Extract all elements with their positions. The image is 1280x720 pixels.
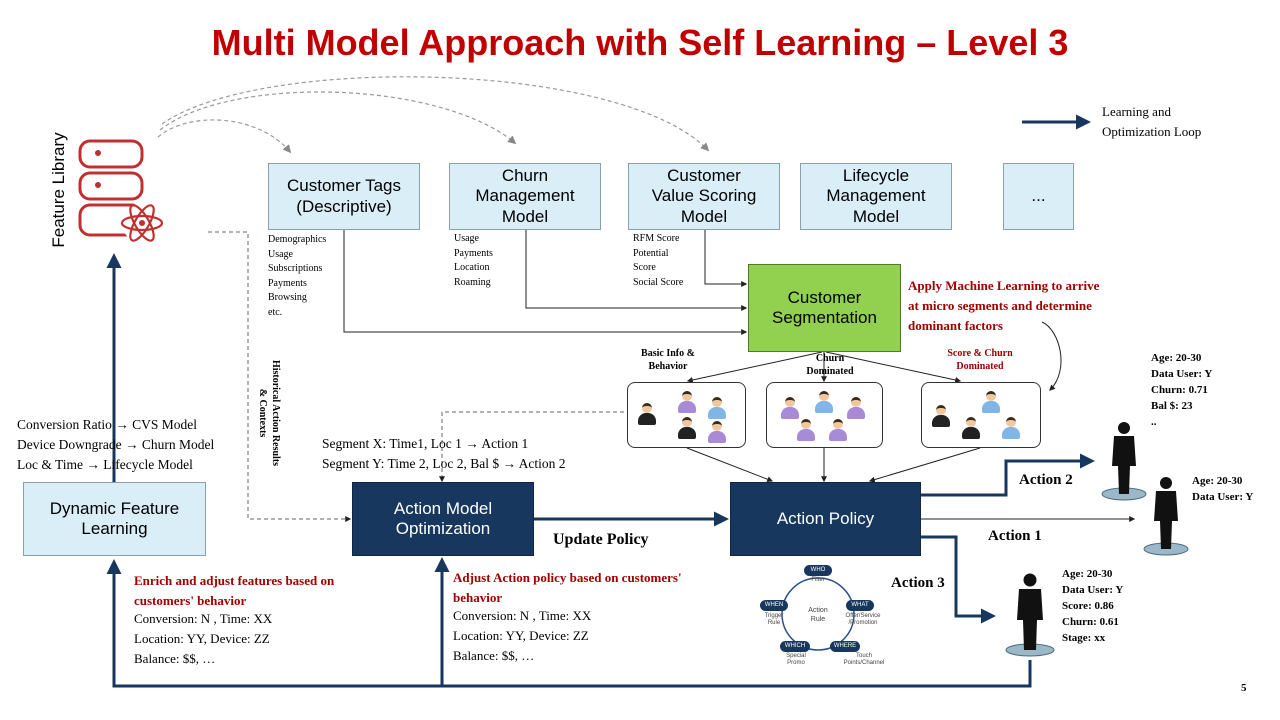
legend-label: Learning and Optimization Loop (1102, 104, 1202, 139)
segment-label-score: Score & Churn Dominated (947, 348, 1013, 372)
rule-node-where: WHERE (830, 641, 860, 652)
customer-figure-icon (1142, 475, 1190, 557)
page-title: Multi Model Approach with Self Learning … (211, 22, 1069, 63)
churn-model-box: Churn Management Model (449, 163, 601, 230)
lifecycle-model-label: Lifecycle Management Model (826, 166, 926, 226)
rule-node-when: WHEN (760, 600, 788, 611)
person-icon (638, 403, 656, 425)
person-icon (678, 417, 696, 439)
dynamic-feature-learning-box: Dynamic Feature Learning (23, 482, 206, 556)
segment-group-score (921, 382, 1041, 448)
person-icon (932, 405, 950, 427)
person-icon (1002, 417, 1020, 439)
rule-tag: WHEN (764, 602, 784, 608)
rule-tag: WHICH (784, 643, 806, 649)
person-icon (781, 397, 799, 419)
rule-text: Touch Points/Channel (843, 653, 885, 666)
historical-label: Historical Action Results & Contexts (257, 359, 281, 467)
rule-node-which: WHICH (780, 641, 810, 652)
action-3-label: Action 3 (891, 575, 945, 591)
adjust-body: Conversion: N , Time: XX Location: YY, D… (453, 608, 592, 663)
churn-model-details: Usage Payments Location Roaming (454, 233, 493, 288)
dashed-curve-churn (159, 91, 517, 145)
action-model-optimization-label: Action Model Optimization (393, 498, 493, 538)
value-scoring-details: RFM Score Potential Score Social Score (633, 233, 684, 288)
action-2-label: Action 2 (1019, 472, 1073, 488)
action-policy-label: Action Policy (776, 508, 875, 528)
rule-text: Filter (811, 577, 825, 583)
dashed-curve-value (161, 76, 710, 152)
segment-group-basic (627, 382, 746, 448)
customer-tags-label: Customer Tags (Descriptive) (286, 176, 401, 216)
person-icon (678, 391, 696, 413)
customer-1-info: Age: 20-30 Data User: Y Churn: 0.71 Bal … (1151, 352, 1213, 428)
rule-tag: WHAT (851, 602, 869, 608)
person-icon (962, 417, 980, 439)
rule-text: Offer/Service /Promotion (845, 613, 881, 626)
person-icon (708, 421, 726, 443)
customer-3-info: Age: 20-30 Data User: Y Score: 0.86 Chur… (1062, 568, 1124, 644)
dashed-curve-tags (157, 119, 292, 154)
rule-node-what: WHAT (846, 600, 874, 611)
more-models-box: ... (1003, 163, 1074, 230)
segment-label-churn: Churn Dominated (806, 353, 854, 377)
enrich-body: Conversion: N , Time: XX Location: YY, D… (134, 611, 273, 666)
action-1-label: Action 1 (988, 528, 1042, 544)
atom-icon (120, 204, 164, 242)
segment-group-churn (766, 382, 883, 448)
action-model-optimization-box: Action Model Optimization (352, 482, 534, 556)
action-rule-diagram: Action Rule WHO Filter WHAT Offer/Servic… (756, 560, 892, 672)
page-number: 5 (1241, 682, 1247, 694)
dynamic-feature-learning-label: Dynamic Feature Learning (49, 498, 180, 538)
person-icon (708, 397, 726, 419)
value-scoring-label: Customer Value Scoring Model (651, 166, 757, 226)
customer-2-info: Age: 20-30 Data User: Y (1192, 475, 1254, 503)
segmentation-note: Apply Machine Learning to arrive at micr… (908, 278, 1100, 333)
churn-model-label: Churn Management Model (475, 166, 575, 226)
lifecycle-model-box: Lifecycle Management Model (800, 163, 952, 230)
customer-segmentation-box: Customer Segmentation (748, 264, 901, 352)
customer-segmentation-label: Customer Segmentation (772, 287, 877, 327)
database-icon (78, 133, 164, 247)
segment-label-basic: Basic Info & Behavior (641, 348, 695, 372)
rule-node-who: WHO (804, 565, 832, 576)
person-icon (797, 419, 815, 441)
person-icon (982, 391, 1000, 413)
rule-text: Trigger Rule (764, 613, 784, 626)
update-policy-label: Update Policy (553, 531, 649, 548)
action-policy-box: Action Policy (730, 482, 921, 556)
rule-text: Special Promo (786, 653, 806, 666)
rule-tag: WHO (810, 567, 826, 573)
customer-figure-icon (1100, 420, 1148, 502)
segment-rules: Segment X: Time1, Loc 1 → Action 1 Segme… (322, 436, 566, 471)
customer-figure-icon (1004, 572, 1056, 658)
person-icon (829, 419, 847, 441)
person-icon (847, 397, 865, 419)
feature-mappings: Conversion Ratio → CVS Model Device Down… (17, 417, 215, 472)
rule-tag: WHERE (833, 643, 857, 649)
customer-tags-details: Demographics Usage Subscriptions Payment… (268, 234, 327, 318)
enrich-heading: Enrich and adjust features based on cust… (134, 573, 335, 608)
value-scoring-box: Customer Value Scoring Model (628, 163, 780, 230)
adjust-heading: Adjust Action policy based on customers'… (453, 570, 682, 605)
action-rule-center: Action Rule (808, 607, 828, 623)
customer-tags-box: Customer Tags (Descriptive) (268, 163, 420, 230)
more-models-label: ... (1031, 186, 1046, 206)
person-icon (815, 391, 833, 413)
feature-library-label: Feature Library (49, 132, 68, 248)
